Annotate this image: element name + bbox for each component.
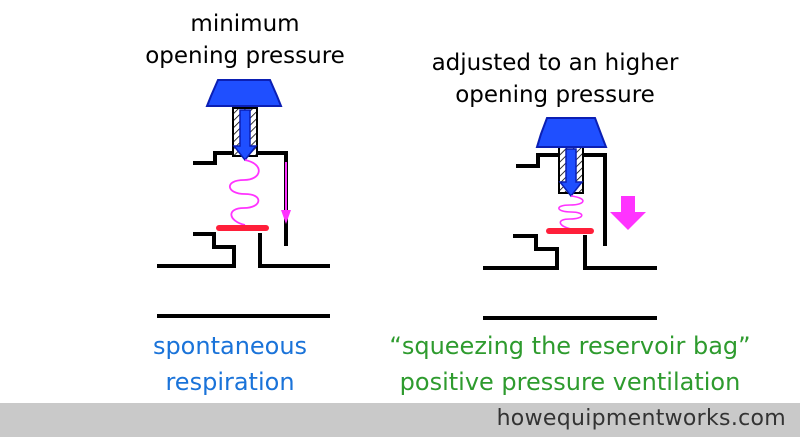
right-valve-knob bbox=[535, 117, 608, 148]
right-valve bbox=[483, 117, 657, 320]
left-valve-spring bbox=[228, 159, 260, 226]
left-panel-title-line: minimum bbox=[190, 11, 300, 37]
left-valve-seat-left bbox=[157, 232, 236, 268]
right-panel-title-line: adjusted to an higher bbox=[431, 50, 679, 76]
right-valve-seat-right bbox=[583, 235, 657, 270]
right-panel-caption: “squeezing the reservoir bag” positive p… bbox=[380, 328, 760, 400]
left-valve-seat-right bbox=[258, 233, 330, 268]
right-valve-screw-arrow bbox=[558, 148, 584, 198]
footer-website: howequipmentworks.com bbox=[496, 406, 786, 431]
left-valve-screw-arrow bbox=[232, 109, 258, 162]
left-panel-title: minimum opening pressure bbox=[95, 8, 395, 72]
right-valve-spring bbox=[558, 195, 584, 230]
right-valve-pressure-arrow bbox=[610, 196, 646, 230]
left-valve-knob bbox=[205, 79, 283, 107]
left-panel-caption: spontaneous respiration bbox=[130, 328, 330, 400]
left-valve-pressure-arrow bbox=[281, 162, 291, 224]
left-panel-caption-line: respiration bbox=[165, 368, 295, 396]
right-panel-caption-line: positive pressure ventilation bbox=[399, 368, 741, 396]
right-valve-seat-left bbox=[483, 234, 559, 270]
footer-bar: howequipmentworks.com bbox=[0, 403, 800, 437]
left-valve bbox=[157, 79, 330, 318]
right-panel-title: adjusted to an higher opening pressure bbox=[395, 47, 715, 111]
left-valve-housing-top bbox=[193, 151, 288, 229]
left-panel-title-line: opening pressure bbox=[145, 43, 345, 69]
left-panel-caption-line: spontaneous bbox=[152, 332, 308, 360]
right-panel-caption-line: “squeezing the reservoir bag” bbox=[389, 332, 751, 360]
right-valve-housing-top bbox=[516, 153, 607, 228]
right-panel-title-line: opening pressure bbox=[455, 82, 655, 108]
